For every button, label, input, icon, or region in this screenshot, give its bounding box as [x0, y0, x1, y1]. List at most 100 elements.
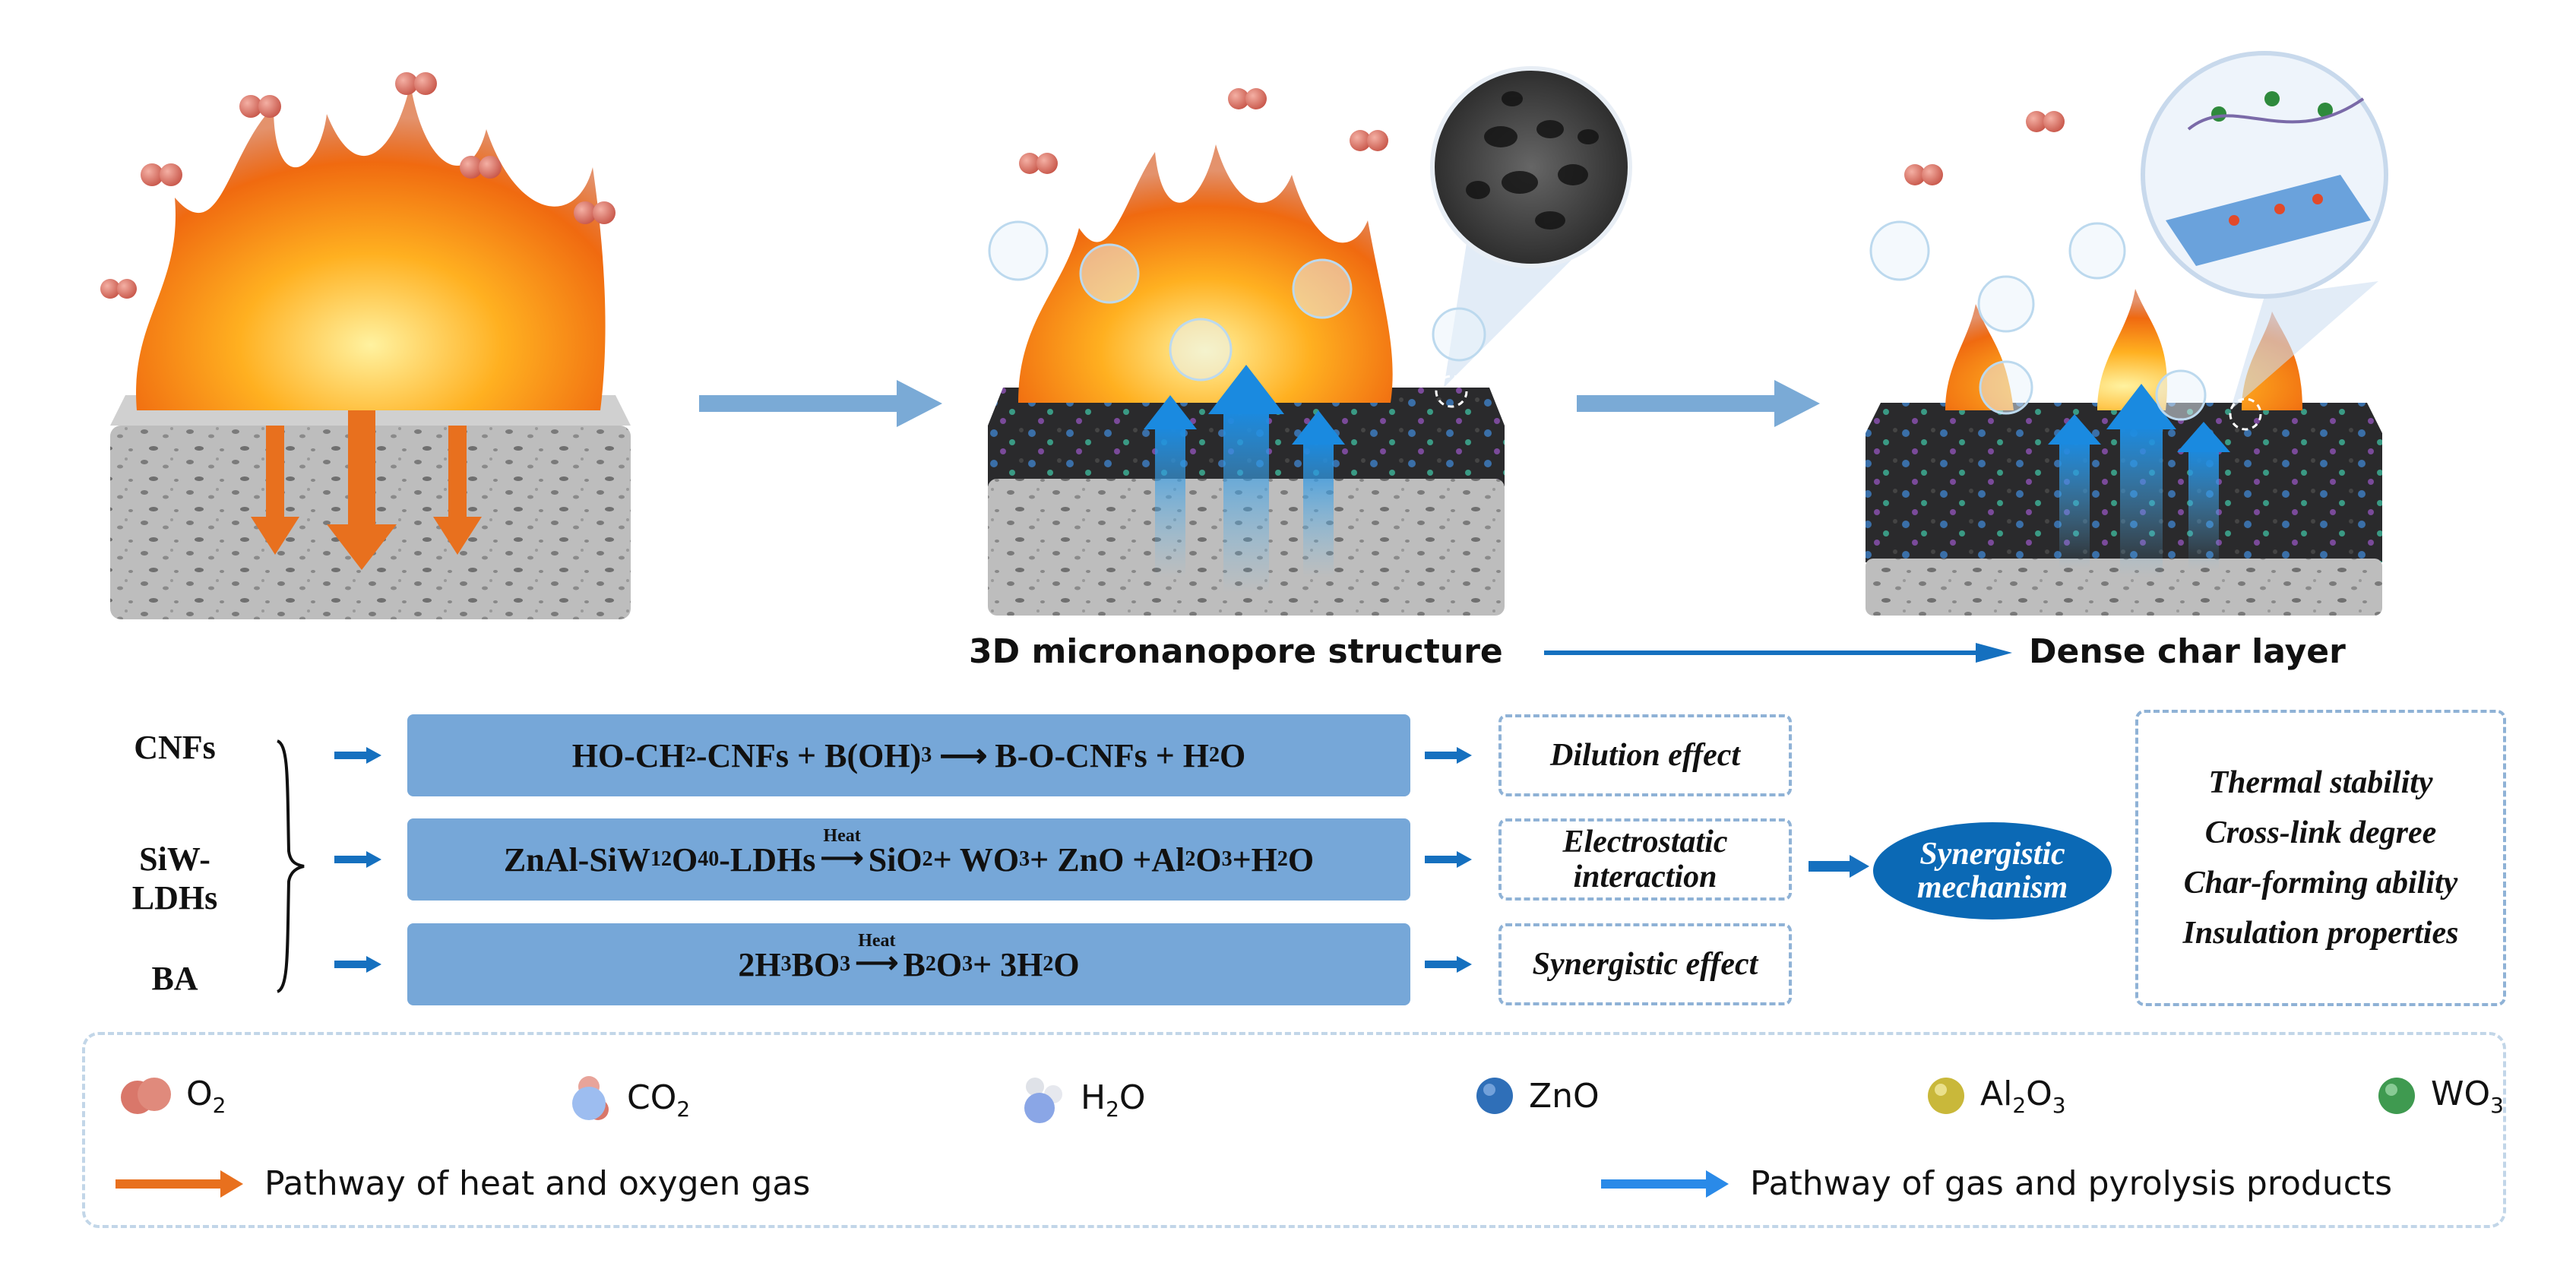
formula-subscript: 40	[698, 847, 720, 871]
formula-text: + 3H	[973, 945, 1043, 983]
caption-dense-char-layer: Dense char layer	[2029, 632, 2346, 671]
formula-subscript: 2	[922, 847, 933, 871]
property-char-forming-ability: Char-forming ability	[2183, 866, 2458, 901]
formula-text: +H	[1232, 840, 1277, 878]
zno-particle-icon	[1476, 1078, 1513, 1114]
synergy-line-2: mechanism	[1916, 870, 2068, 905]
source-ba: BA	[151, 960, 198, 997]
property-thermal-stability: Thermal stability	[2208, 765, 2433, 800]
al2o3-particle-icon	[1928, 1078, 1964, 1114]
synergy-line-1: Synergistic	[1919, 837, 2065, 872]
legend-o2-label: O2	[186, 1074, 226, 1118]
property-insulation: Insulation properties	[2182, 916, 2459, 951]
formula-text: + WO	[932, 840, 1020, 878]
arrow-to-effect-2	[1425, 851, 1472, 868]
heat-reaction-arrow: Heat⟶	[820, 826, 863, 873]
reaction-arrow-icon: ⟶	[939, 736, 988, 774]
formula-text: O	[672, 840, 698, 878]
effect-synergistic: Synergistic effect	[1498, 923, 1792, 1005]
effect-dilution: Dilution effect	[1498, 714, 1792, 796]
flames	[136, 84, 606, 410]
legend-heat-oxygen-pathway: Pathway of heat and oxygen gas	[116, 1164, 810, 1203]
arrow-to-reaction-1	[334, 747, 381, 764]
legend-wo3-label: WO3	[2431, 1074, 2504, 1118]
legend-gas-pyrolysis-pathway: Pathway of gas and pyrolysis products	[1601, 1164, 2392, 1203]
h2o-molecule-icon	[1024, 1078, 1062, 1123]
formula-subscript: 12	[650, 847, 672, 871]
legend-co2: CO2	[568, 1073, 690, 1126]
heat-reaction-arrow: Heat⟶	[855, 931, 898, 978]
legend-zno-label: ZnO	[1529, 1076, 1600, 1116]
formula-text: HO-CH	[571, 736, 685, 774]
legend-h2o: H2O	[1021, 1073, 1146, 1126]
effect-electrostatic-label: Electrostatic interaction	[1562, 825, 1728, 894]
brace-icon	[276, 739, 305, 993]
legend-al2o3-label: Al2O3	[1980, 1074, 2066, 1118]
stage-arrow-1	[699, 380, 942, 427]
formula-text: 2H	[738, 945, 781, 983]
oxygen-molecules	[100, 72, 2065, 299]
gas-release-arrows	[1144, 365, 1345, 593]
gas-bubbles	[988, 220, 2207, 421]
caption-micronanopore-structure: 3D micronanopore structure	[969, 632, 1503, 671]
progression-arrow	[1544, 643, 2012, 663]
wo3-particle-icon	[2378, 1078, 2415, 1114]
stage-arrow-2	[1577, 380, 1820, 427]
heat-oxygen-arrows	[251, 410, 482, 570]
source-siw-ldhs: SiW-LDHs	[131, 840, 218, 916]
formula-text: B	[903, 945, 926, 983]
legend-h2o-label: H2O	[1081, 1078, 1146, 1122]
orange-arrow-icon	[116, 1170, 243, 1198]
formula-text: ZnAl-SiW	[503, 840, 651, 878]
dense-char-foam-block	[1866, 51, 2388, 616]
formula-subscript: 3	[1221, 847, 1233, 871]
formula-subscript: 3	[921, 743, 932, 767]
formula-text: SiO	[868, 840, 922, 878]
legend-zno: ZnO	[1474, 1073, 1600, 1119]
formula-subscript: 2	[1043, 952, 1054, 976]
formula-subscript: 3	[840, 952, 851, 976]
property-improvements-box: Thermal stability Cross-link degree Char…	[2135, 710, 2506, 1006]
source-cnfs: CNFs	[134, 729, 216, 766]
formula-text: + ZnO +Al	[1030, 840, 1185, 878]
formula-subscript: 2	[685, 743, 696, 767]
formula-text: -CNFs + B(OH)	[695, 736, 922, 774]
char-layer-structure-inset	[2141, 51, 2388, 431]
formula-subscript: 2	[1277, 847, 1288, 871]
pristine-foam-block	[110, 84, 631, 619]
blue-arrow-icon	[1601, 1170, 1729, 1198]
formula-subscript: 2	[1209, 743, 1220, 767]
effect-electrostatic-interaction: Electrostatic interaction	[1498, 818, 1792, 901]
arrow-to-reaction-2	[334, 851, 381, 868]
formula-subscript: 2	[925, 952, 936, 976]
arrow-to-synergy	[1809, 855, 1869, 878]
heat-label: Heat	[858, 931, 896, 951]
formula-subscript: 3	[780, 952, 792, 976]
sem-inset-porous-structure	[1430, 66, 1632, 408]
formula-text: -LDHs	[719, 840, 816, 878]
formula-subscript: 3	[962, 952, 973, 976]
co2-molecule-icon	[572, 1076, 609, 1120]
formula-text: O	[1053, 945, 1080, 983]
legend-gas-pathway-label: Pathway of gas and pyrolysis products	[1750, 1164, 2393, 1203]
micronanopore-foam-block	[988, 66, 1632, 616]
formula-text: BO	[791, 945, 840, 983]
synergistic-mechanism-node: Synergistic mechanism	[1873, 822, 2112, 920]
formula-text: O	[1220, 736, 1246, 774]
arrow-to-effect-3	[1425, 956, 1472, 973]
legend-wo3: WO3	[2376, 1073, 2504, 1119]
arrow-to-effect-1	[1425, 747, 1472, 764]
formula-subscript: 2	[1185, 847, 1196, 871]
property-cross-link-degree: Cross-link degree	[2204, 815, 2437, 850]
gas-release-arrows	[2048, 384, 2230, 578]
legend-o2: O2	[119, 1073, 226, 1119]
formula-text: O	[1195, 840, 1222, 878]
formula-text: O	[1287, 840, 1315, 878]
legend: O2 CO2 H2O ZnO Al2O3 WO3 Pathway of heat…	[82, 1032, 2506, 1228]
legend-co2-label: CO2	[627, 1078, 691, 1122]
legend-al2o3: Al2O3	[1926, 1073, 2066, 1119]
heat-label: Heat	[823, 826, 861, 846]
